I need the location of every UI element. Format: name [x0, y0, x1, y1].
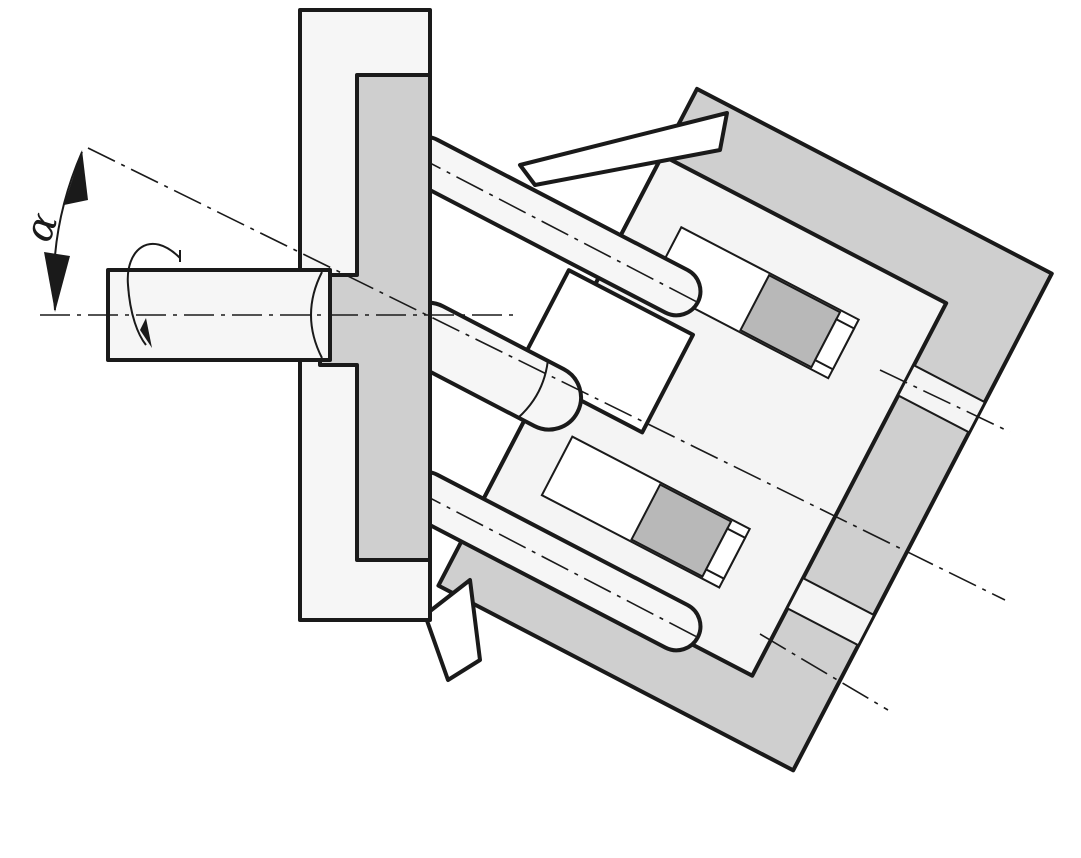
port-lower: [786, 576, 876, 647]
arrow-head-up-icon: [64, 150, 88, 205]
block-axis-centerline: [87, 147, 1006, 601]
upper-port-centerline: [879, 369, 1011, 433]
flange-socket: [318, 73, 432, 562]
angle-alpha-label: α: [15, 207, 67, 248]
lower-port-centerline: [759, 633, 889, 711]
tilt-angle-indicator: [44, 150, 88, 312]
piston-end-upper: [813, 317, 856, 371]
piston-end-lower: [704, 527, 747, 580]
arrow-head-down-icon: [44, 252, 70, 312]
rotation-arrow-icon: [126, 243, 181, 348]
taper-upper: [518, 111, 729, 187]
taper-lower: [423, 578, 482, 682]
